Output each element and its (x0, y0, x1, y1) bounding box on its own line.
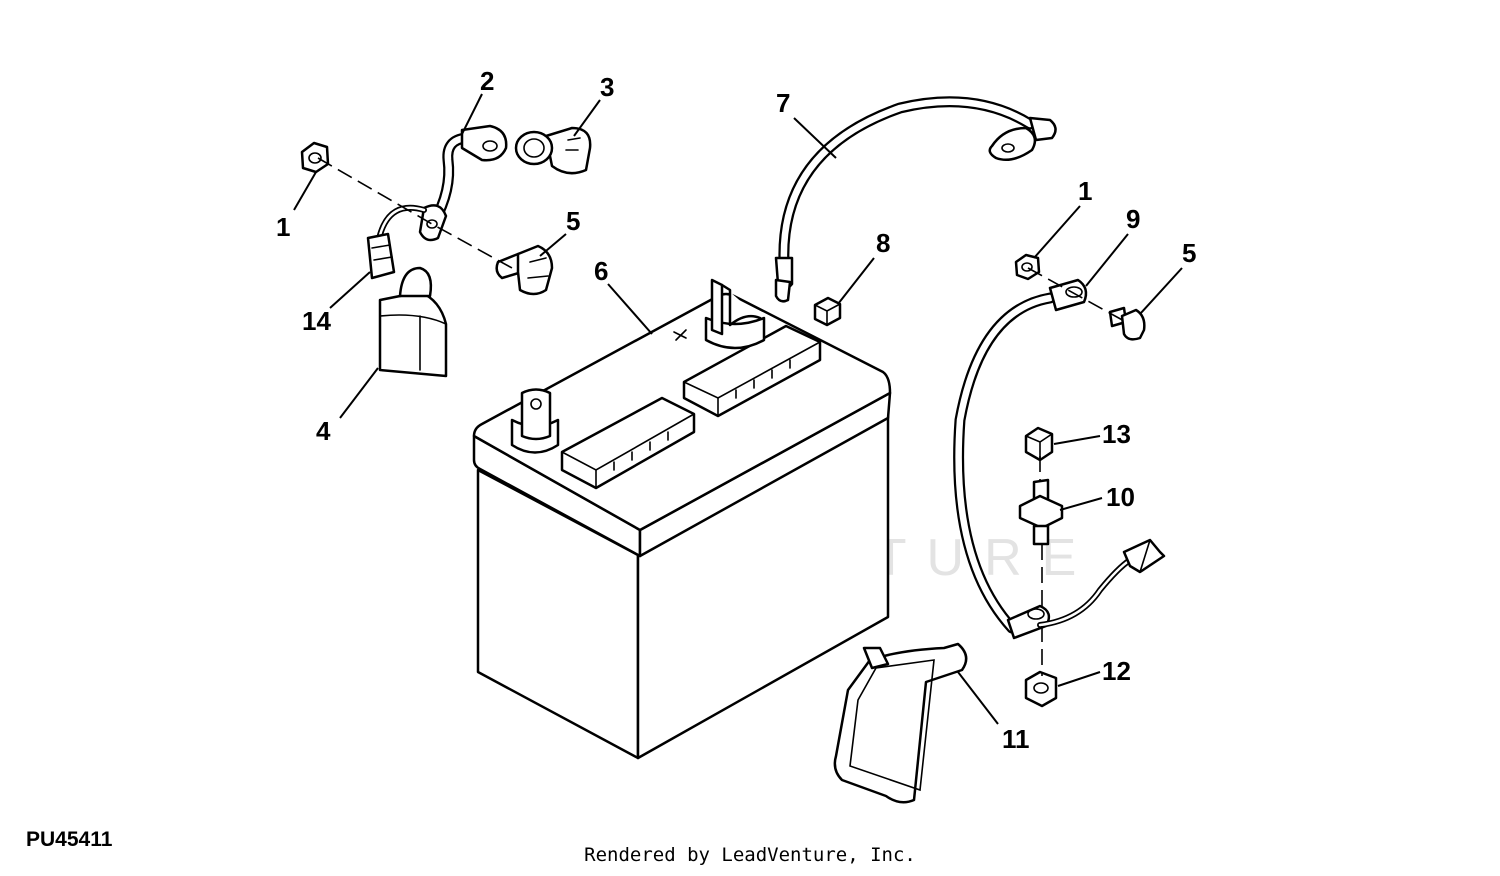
callout-1-left: 1 (276, 212, 290, 242)
bolt-5-right[interactable] (1108, 306, 1146, 341)
callout-1-right: 1 (1078, 176, 1092, 206)
cable-9[interactable] (953, 278, 1088, 640)
hold-down-bracket-11[interactable] (833, 642, 968, 804)
cable-7[interactable] (774, 96, 1057, 303)
callout-9: 9 (1126, 204, 1140, 234)
cable-2[interactable] (366, 124, 508, 280)
callout-5-left: 5 (566, 206, 580, 236)
diagram-id-label: PU45411 (26, 828, 113, 851)
callout-3: 3 (600, 72, 614, 102)
callouts: 1 2 3 4 5 6 7 8 1 9 5 13 10 11 12 14 (276, 66, 1196, 754)
assembly-axis-left (317, 157, 513, 269)
callout-10: 10 (1106, 482, 1135, 512)
nut-1-right[interactable] (1014, 253, 1041, 281)
callout-2: 2 (480, 66, 494, 96)
callout-6: 6 (594, 256, 608, 286)
callout-4: 4 (316, 416, 331, 446)
nut-1-left[interactable] (300, 141, 330, 174)
battery[interactable] (472, 278, 892, 760)
callout-13: 13 (1102, 419, 1131, 449)
nut-12[interactable] (1024, 670, 1058, 708)
leader-lines (293, 93, 1183, 725)
terminal-cover-4[interactable] (378, 266, 448, 378)
assembly-axis-right-vertical (1039, 456, 1043, 676)
callout-11: 11 (1002, 724, 1030, 754)
terminal-3[interactable] (514, 126, 592, 175)
bolt-5-left[interactable] (495, 244, 554, 296)
callout-14: 14 (302, 306, 331, 336)
callout-7: 7 (776, 88, 790, 118)
render-credit: Rendered by LeadVenture, Inc. (584, 844, 916, 866)
assembly-axis-right-top (1027, 267, 1127, 323)
stud-10[interactable] (1018, 478, 1064, 546)
callout-5-right: 5 (1182, 238, 1196, 268)
wire-harness[interactable] (1037, 538, 1166, 628)
nut-13[interactable] (1024, 426, 1054, 462)
nut-8[interactable] (813, 296, 842, 327)
callout-12: 12 (1102, 656, 1131, 686)
callout-8: 8 (876, 228, 890, 258)
